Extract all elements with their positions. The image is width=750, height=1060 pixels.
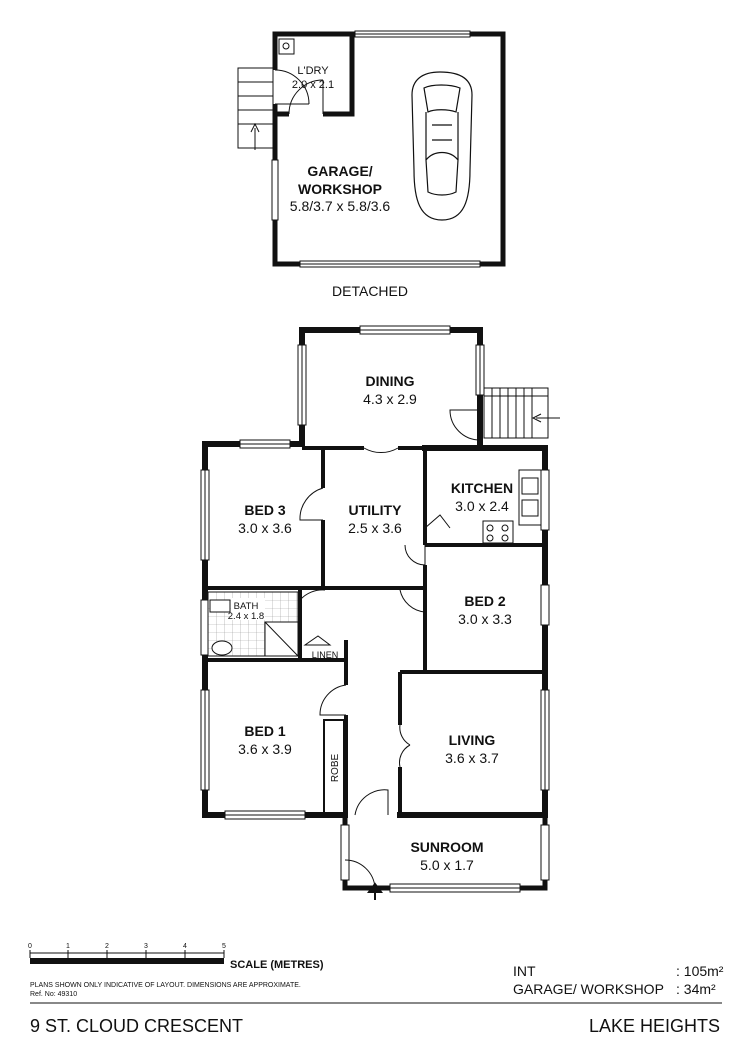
doors (299, 409, 481, 889)
utility-name: UTILITY (349, 502, 403, 518)
scale-tick-1: 1 (66, 943, 70, 950)
bed1-dims: 3.6 x 3.9 (238, 741, 292, 757)
detached-label: DETACHED (332, 283, 408, 299)
address-street: 9 ST. CLOUD CRESCENT (30, 1016, 244, 1036)
bed2-name: BED 2 (464, 593, 505, 609)
disclaimer: PLANS SHOWN ONLY INDICATIVE OF LAYOUT. D… (30, 982, 301, 989)
bed3-name: BED 3 (244, 502, 285, 518)
robe-name: ROBE (330, 754, 341, 783)
bath-name: BATH (234, 601, 259, 612)
garage-name-line1: GARAGE/ (307, 163, 372, 179)
garage-labels: L'DRY 2.0 x 2.1 GARAGE/ WORKSHOP 5.8/3.7… (290, 65, 408, 299)
garage-building (237, 30, 506, 268)
int-area-label: INT (513, 963, 536, 979)
bed1-name: BED 1 (244, 723, 285, 739)
scale-label: SCALE (METRES) (230, 959, 324, 971)
garage-dims: 5.8/3.7 x 5.8/3.6 (290, 198, 391, 214)
kitchen-dims: 3.0 x 2.4 (455, 498, 509, 514)
scale-tick-0: 0 (28, 943, 32, 950)
windows (200, 325, 550, 893)
garage-area-label: GARAGE/ WORKSHOP (513, 981, 664, 997)
scale-tick-2: 2 (105, 943, 109, 950)
scale-tick-4: 4 (183, 943, 187, 950)
entry-arrow-icon (367, 882, 383, 900)
interior-walls (205, 446, 545, 816)
dining-name: DINING (366, 373, 415, 389)
laundry-dims: 2.0 x 2.1 (292, 79, 334, 91)
sunroom-name: SUNROOM (410, 839, 483, 855)
bed3-dims: 3.0 x 3.6 (238, 520, 292, 536)
linen-name: LINEN (312, 650, 339, 660)
laundry-name: L'DRY (297, 65, 329, 77)
scale-bar: 0 1 2 3 4 5 SCALE (METRES) (28, 943, 324, 971)
living-name: LIVING (449, 732, 496, 748)
kitchen-name: KITCHEN (451, 480, 513, 496)
bath-dims: 2.4 x 1.8 (228, 611, 264, 622)
garage-name-line2: WORKSHOP (298, 181, 382, 197)
sunroom-dims: 5.0 x 1.7 (420, 857, 474, 873)
int-area-value: : 105m² (676, 963, 724, 979)
room-labels: DINING 4.3 x 2.9 BED 3 3.0 x 3.6 UTILITY… (228, 373, 513, 873)
utility-dims: 2.5 x 3.6 (348, 520, 402, 536)
reference-number: Ref. No: 49310 (30, 991, 78, 998)
address-suburb: LAKE HEIGHTS (588, 1016, 720, 1036)
stairs-dining (483, 387, 560, 439)
bath-fittings (207, 591, 299, 657)
dining-dims: 4.3 x 2.9 (363, 391, 417, 407)
kitchen-fittings (482, 469, 542, 544)
scale-tick-3: 3 (144, 943, 148, 950)
bed2-dims: 3.0 x 3.3 (458, 611, 512, 627)
car-icon (411, 71, 473, 221)
scale-tick-5: 5 (222, 943, 226, 950)
living-dims: 3.6 x 3.7 (445, 750, 499, 766)
garage-area-value: : 34m² (676, 981, 716, 997)
